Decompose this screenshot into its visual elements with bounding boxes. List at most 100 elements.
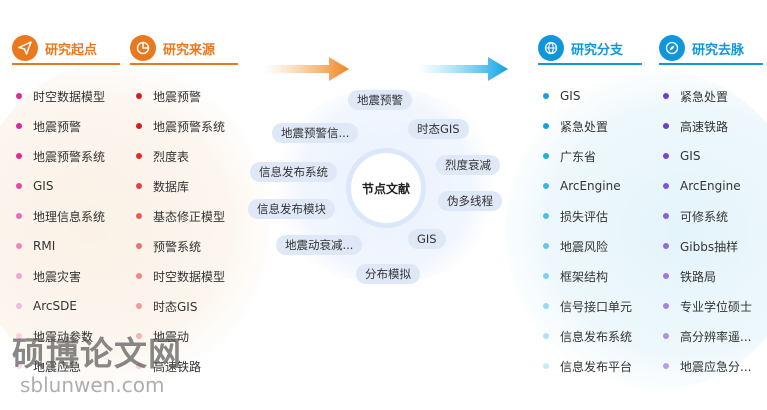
bullet-dot <box>663 243 669 249</box>
keyword-pill[interactable]: 时态GIS <box>408 119 469 139</box>
bullet-dot <box>16 183 22 189</box>
bullet-dot <box>663 303 669 309</box>
keyword-pill[interactable]: GIS <box>408 229 446 249</box>
keyword-pill[interactable]: 地震动衰减... <box>276 235 363 255</box>
list-item[interactable]: 框架结构 <box>543 261 632 291</box>
keyword-pill[interactable]: 分布模拟 <box>356 264 420 284</box>
list-item[interactable]: 广东省 <box>543 141 632 171</box>
list-item[interactable]: 数据库 <box>136 171 225 201</box>
list-item[interactable]: 地震灾害 <box>16 261 105 291</box>
list-item[interactable]: 专业学位硕士 <box>663 291 752 321</box>
pie-chart-icon <box>130 35 156 61</box>
bullet-dot <box>663 123 669 129</box>
bullet-dot <box>543 93 549 99</box>
list-item[interactable]: ArcEngine <box>543 171 632 201</box>
list-item[interactable]: 高速铁路 <box>136 351 225 381</box>
list-item[interactable]: Gibbs抽样 <box>663 231 752 261</box>
center-node[interactable]: 节点文献 <box>346 148 426 228</box>
keyword-pill[interactable]: 地震预警信... <box>272 123 359 143</box>
bullet-dot <box>543 243 549 249</box>
bullet-dot <box>663 183 669 189</box>
list-item[interactable]: 地震应急 <box>16 351 105 381</box>
list-item[interactable]: 地震动参数 <box>16 321 105 351</box>
header-underline-flow <box>659 63 763 65</box>
bullet-dot <box>136 363 142 369</box>
list-item[interactable]: 高速铁路 <box>663 111 752 141</box>
list-item[interactable]: GIS <box>16 171 105 201</box>
list-item[interactable]: 地震风险 <box>543 231 632 261</box>
list-item[interactable]: 紧急处置 <box>543 111 632 141</box>
bullet-dot <box>16 273 22 279</box>
keyword-pill[interactable]: 伪多线程 <box>438 191 502 211</box>
bullet-dot <box>663 333 669 339</box>
list-item[interactable]: 时空数据模型 <box>16 81 105 111</box>
list-item[interactable]: ArcSDE <box>16 291 105 321</box>
list-item[interactable]: 信息发布平台 <box>543 351 632 381</box>
list-item[interactable]: 可修系统 <box>663 201 752 231</box>
bullet-dot <box>16 333 22 339</box>
keyword-pill[interactable]: 烈度衰减 <box>436 155 500 175</box>
list-item[interactable]: 地震动 <box>136 321 225 351</box>
list-item[interactable]: ArcEngine <box>663 171 752 201</box>
bullet-dot <box>136 333 142 339</box>
list-item[interactable]: 地理信息系统 <box>16 201 105 231</box>
bullet-dot <box>543 333 549 339</box>
source-list: 地震预警 地震预警系统 烈度表 数据库 基态修正模型 预警系统 时空数据模型 时… <box>136 81 225 381</box>
orange-arrow <box>265 57 349 81</box>
bullet-dot <box>543 303 549 309</box>
bullet-dot <box>136 93 142 99</box>
list-item[interactable]: 基态修正模型 <box>136 201 225 231</box>
list-item[interactable]: 地震预警 <box>16 111 105 141</box>
header-underline-origin <box>12 63 120 65</box>
bullet-dot <box>663 153 669 159</box>
list-item[interactable]: 预警系统 <box>136 231 225 261</box>
bullet-dot <box>16 303 22 309</box>
compass-icon <box>659 35 685 61</box>
bullet-dot <box>16 93 22 99</box>
list-item[interactable]: 地震预警系统 <box>16 141 105 171</box>
bullet-dot <box>16 123 22 129</box>
list-item[interactable]: 铁路局 <box>663 261 752 291</box>
bullet-dot <box>136 153 142 159</box>
list-item[interactable]: 紧急处置 <box>663 81 752 111</box>
list-item[interactable]: RMI <box>16 231 105 261</box>
header-research-branch: 研究分支 <box>538 34 623 62</box>
bullet-dot <box>663 93 669 99</box>
list-item[interactable]: 高分辨率遥... <box>663 321 752 351</box>
bullet-dot <box>136 273 142 279</box>
bullet-dot <box>543 273 549 279</box>
list-item[interactable]: GIS <box>663 141 752 171</box>
list-item[interactable]: 地震预警 <box>136 81 225 111</box>
keyword-pill[interactable]: 信息发布系统 <box>250 162 337 182</box>
watermark: 硕博论文网 sblunwen.com <box>12 334 202 396</box>
list-item[interactable]: 损失评估 <box>543 201 632 231</box>
list-item[interactable]: 信号接口单元 <box>543 291 632 321</box>
bullet-dot <box>543 123 549 129</box>
origin-list: 时空数据模型 地震预警 地震预警系统 GIS 地理信息系统 RMI 地震灾害 A… <box>16 81 105 381</box>
list-item[interactable]: 时空数据模型 <box>136 261 225 291</box>
list-item[interactable]: 烈度表 <box>136 141 225 171</box>
bullet-dot <box>16 363 22 369</box>
header-research-origin: 研究起点 <box>12 34 97 62</box>
bullet-dot <box>543 363 549 369</box>
bullet-dot <box>663 213 669 219</box>
paper-plane-icon <box>12 35 38 61</box>
bullet-dot <box>136 303 142 309</box>
list-item[interactable]: GIS <box>543 81 632 111</box>
header-label: 研究分支 <box>571 42 624 58</box>
keyword-pill[interactable]: 地震预警 <box>348 90 412 110</box>
bullet-dot <box>663 273 669 279</box>
list-item[interactable]: 时态GIS <box>136 291 225 321</box>
list-item[interactable]: 地震预警系统 <box>136 111 225 141</box>
list-item[interactable]: 信息发布系统 <box>543 321 632 351</box>
bullet-dot <box>136 213 142 219</box>
branch-list: GIS 紧急处置 广东省 ArcEngine 损失评估 地震风险 框架结构 信号… <box>543 81 632 381</box>
list-item[interactable]: 地震应急分... <box>663 351 752 381</box>
bullet-dot <box>543 183 549 189</box>
keyword-pill[interactable]: 信息发布模块 <box>248 199 335 219</box>
watermark-url: sblunwen.com <box>20 373 165 397</box>
flow-list: 紧急处置 高速铁路 GIS ArcEngine 可修系统 Gibbs抽样 铁路局… <box>663 81 752 381</box>
header-research-flow: 研究去脉 <box>659 34 744 62</box>
blue-arrow <box>418 57 508 81</box>
header-label: 研究起点 <box>45 42 98 58</box>
